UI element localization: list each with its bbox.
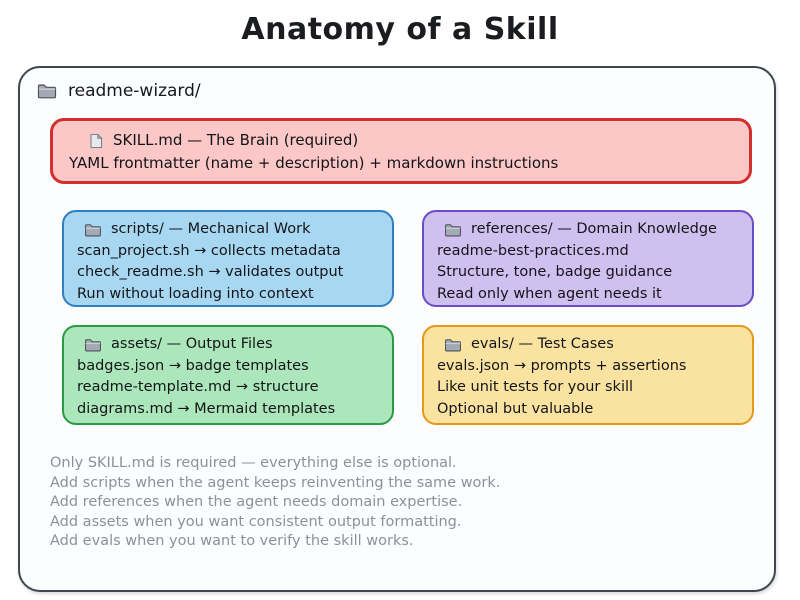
file-icon [89, 132, 103, 149]
skill-md-title-row: SKILL.md — The Brain (required) [89, 129, 735, 152]
card-assets-line: badges.json → badge templates [77, 357, 309, 374]
card-references-line: Read only when agent needs it [437, 285, 662, 302]
card-scripts: scripts/ — Mechanical Work scan_project.… [62, 210, 394, 307]
card-scripts-line: scan_project.sh → collects metadata [77, 242, 341, 259]
card-assets: assets/ — Output Files badges.json → bad… [62, 325, 394, 425]
folder-icon [444, 223, 462, 237]
card-evals-title: evals/ — Test Cases [471, 336, 614, 352]
card-references: references/ — Domain Knowledge readme-be… [422, 210, 754, 307]
card-evals: evals/ — Test Cases evals.json → prompts… [422, 325, 754, 425]
footnote-line: Add assets when you want consistent outp… [50, 513, 462, 530]
footnotes: Only SKILL.md is required — everything e… [50, 454, 500, 552]
footnote-line: Add evals when you want to verify the sk… [50, 533, 414, 549]
card-evals-line: evals.json → prompts + assertions [437, 357, 687, 374]
card-evals-line: Like unit tests for your skill [437, 379, 634, 395]
folder-icon [37, 83, 57, 99]
skill-folder-canvas: readme-wizard/ SKILL.md — The Brain (req… [18, 66, 776, 592]
card-scripts-title-row: scripts/ — Mechanical Work [84, 219, 379, 241]
card-scripts-line: check_readme.sh → validates output [77, 264, 344, 280]
card-references-line: Structure, tone, badge guidance [437, 264, 673, 280]
footnote-line: Only SKILL.md is required — everything e… [50, 455, 457, 471]
card-assets-line: readme-template.md → structure [77, 379, 319, 395]
folder-icon [84, 223, 102, 237]
card-assets-title-row: assets/ — Output Files [84, 334, 379, 356]
card-assets-line: diagrams.md → Mermaid templates [77, 400, 336, 417]
card-scripts-line: Run without loading into context [77, 285, 314, 302]
card-references-line: readme-best-practices.md [437, 242, 629, 259]
card-assets-title: assets/ — Output Files [111, 336, 273, 352]
skill-md-subtitle: YAML frontmatter (name + description) + … [69, 154, 559, 172]
card-scripts-title: scripts/ — Mechanical Work [111, 221, 311, 237]
folder-icon [84, 338, 102, 352]
root-folder-header: readme-wizard/ [37, 81, 201, 101]
skill-md-title: SKILL.md — The Brain (required) [113, 131, 359, 149]
diagram-title: Anatomy of a Skill [241, 12, 559, 47]
card-references-title-row: references/ — Domain Knowledge [444, 219, 739, 241]
footnote-line: Add scripts when the agent keeps reinven… [50, 474, 501, 491]
skill-md-card: SKILL.md — The Brain (required) YAML fro… [50, 118, 752, 184]
root-folder-label: readme-wizard/ [68, 81, 201, 101]
card-evals-title-row: evals/ — Test Cases [444, 334, 739, 356]
card-references-title: references/ — Domain Knowledge [471, 221, 717, 237]
card-evals-line: Optional but valuable [437, 400, 594, 417]
folder-icon [444, 338, 462, 352]
footnote-line: Add references when the agent needs doma… [50, 494, 463, 510]
